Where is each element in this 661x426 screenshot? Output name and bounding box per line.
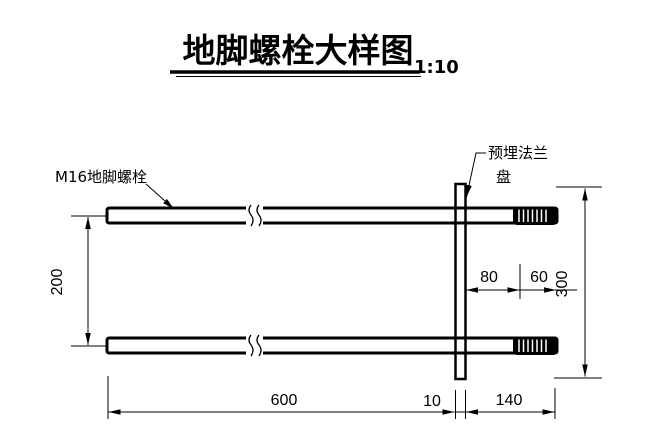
thread-hatch-top	[513, 206, 557, 225]
dim-text-600: 600	[271, 392, 298, 409]
bolt-callout-label: M16地脚螺栓	[55, 168, 147, 186]
flange-callout-leader	[466, 152, 486, 198]
anchor-bolt-top	[105, 206, 559, 225]
page-title: 地脚螺栓大样图	[183, 31, 414, 70]
dim-bottom-chain: 600 10 140	[107, 376, 556, 419]
dim-text-140: 140	[496, 392, 523, 409]
flange-plate	[454, 182, 467, 381]
break-symbol-bottom	[246, 334, 263, 357]
flange-callout-label-line2: 盘	[496, 168, 511, 186]
thread-hatch-bottom	[513, 336, 557, 355]
dim-text-10: 10	[423, 393, 441, 410]
break-symbol-top	[246, 204, 263, 227]
dim-text-60: 60	[530, 269, 548, 286]
scale-label: 1:10	[414, 57, 459, 78]
dim-flange-height: 300	[554, 186, 602, 379]
dim-text-80: 80	[480, 269, 498, 286]
dim-thread-offset: 80	[466, 264, 521, 299]
bolt-callout-leader	[145, 183, 175, 210]
anchor-bolt-bottom	[105, 336, 559, 355]
dim-text-200: 200	[49, 269, 66, 296]
dim-thread-length: 60	[520, 269, 577, 293]
flange-callout-label-line1: 预埋法兰	[488, 144, 548, 162]
dim-text-300: 300	[554, 271, 571, 298]
dim-bolt-spacing: 200	[49, 215, 106, 347]
